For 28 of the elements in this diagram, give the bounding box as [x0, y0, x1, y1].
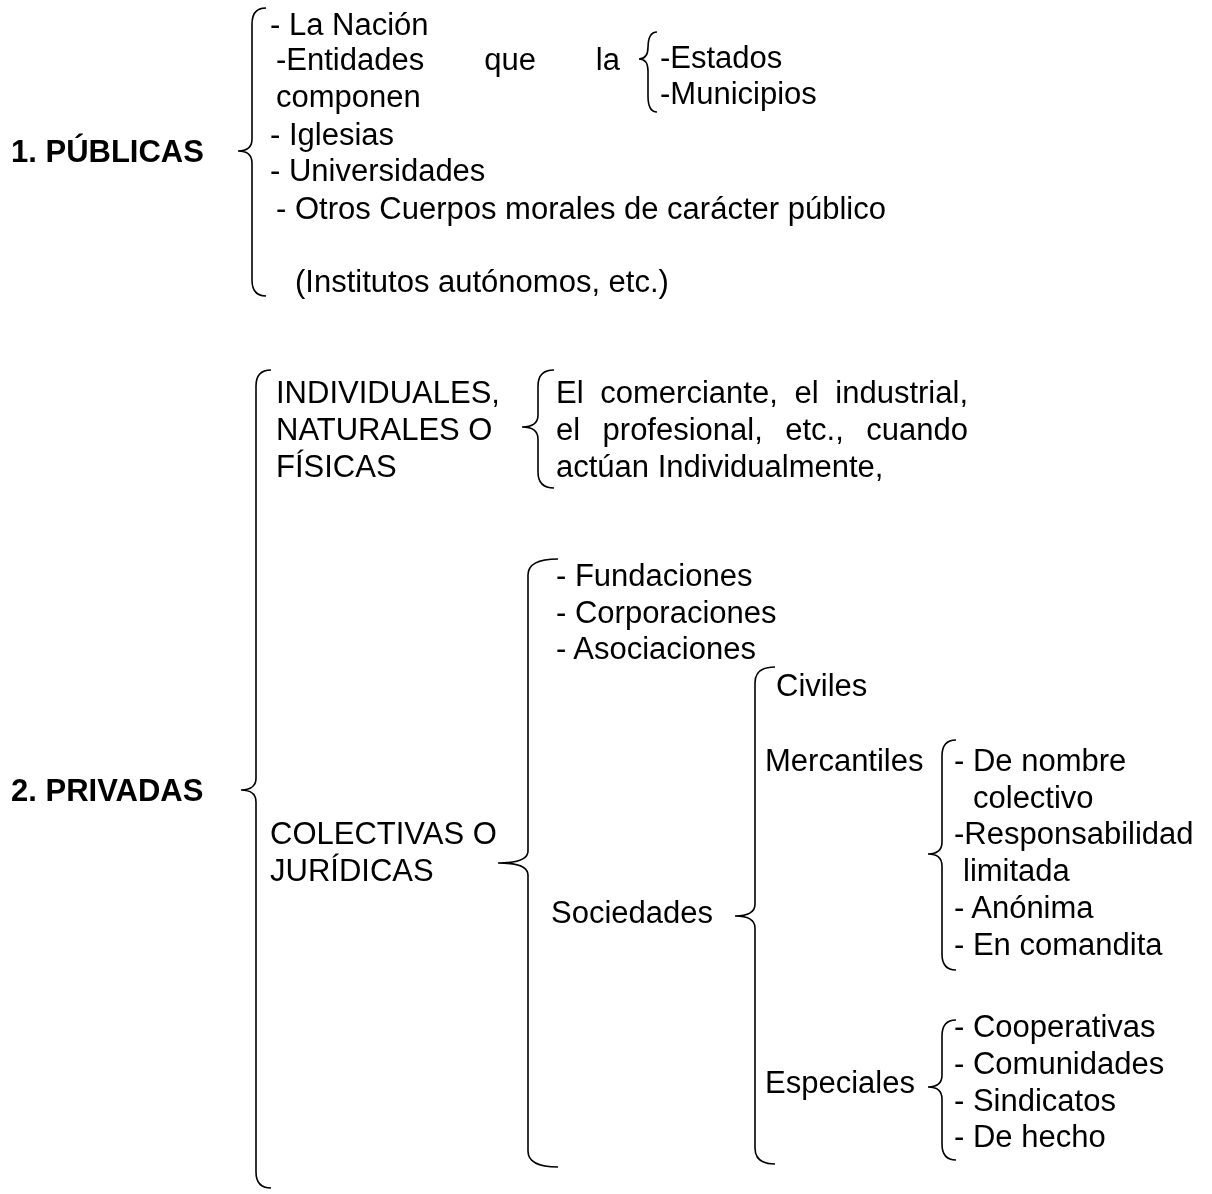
list-item: - Otros Cuerpos morales de carácter público [276, 189, 887, 227]
list-item: - En comandita [954, 925, 1163, 963]
list-item: - Comunidades [954, 1044, 1165, 1082]
category-label: COLECTIVAS O JURÍDICAS [270, 814, 498, 889]
list-item: - De hecho [954, 1117, 1106, 1155]
list-item: (Institutos autónomos, etc.) [295, 262, 669, 300]
list-item: - La Nación [270, 5, 429, 43]
list-item: - Iglesias [270, 115, 395, 153]
description-text: El comerciante, el industrial, el profesional, etc., cuando actúan Individualmente, [556, 373, 968, 485]
list-item: - Corporaciones [556, 593, 777, 631]
list-item: - Cooperativas [954, 1007, 1156, 1045]
list-item: - Sindicatos [954, 1081, 1116, 1119]
category-label: Especiales [765, 1063, 915, 1101]
list-item: - Fundaciones [556, 556, 753, 594]
list-item: - Universidades [270, 152, 486, 189]
list-item: - Anónima [954, 888, 1094, 926]
category-label: Mercantiles [765, 741, 924, 779]
list-item: - Asociaciones [556, 630, 756, 667]
list-item: -Responsabilidad limitada [954, 814, 1195, 889]
heading: 1. PÚBLICAS [11, 132, 204, 170]
heading: 2. PRIVADAS [11, 771, 204, 809]
list-item: -Entidades que la componen [276, 40, 620, 115]
list-item: - De nombre colectivo [954, 741, 1128, 816]
category-label: Sociedades [551, 893, 713, 931]
category-label: Civiles [776, 666, 868, 704]
list-item: -Estados [660, 38, 783, 76]
category-label: INDIVIDUALES, NATURALES O FÍSICAS [276, 373, 501, 485]
list-item: -Municipios [660, 74, 817, 112]
